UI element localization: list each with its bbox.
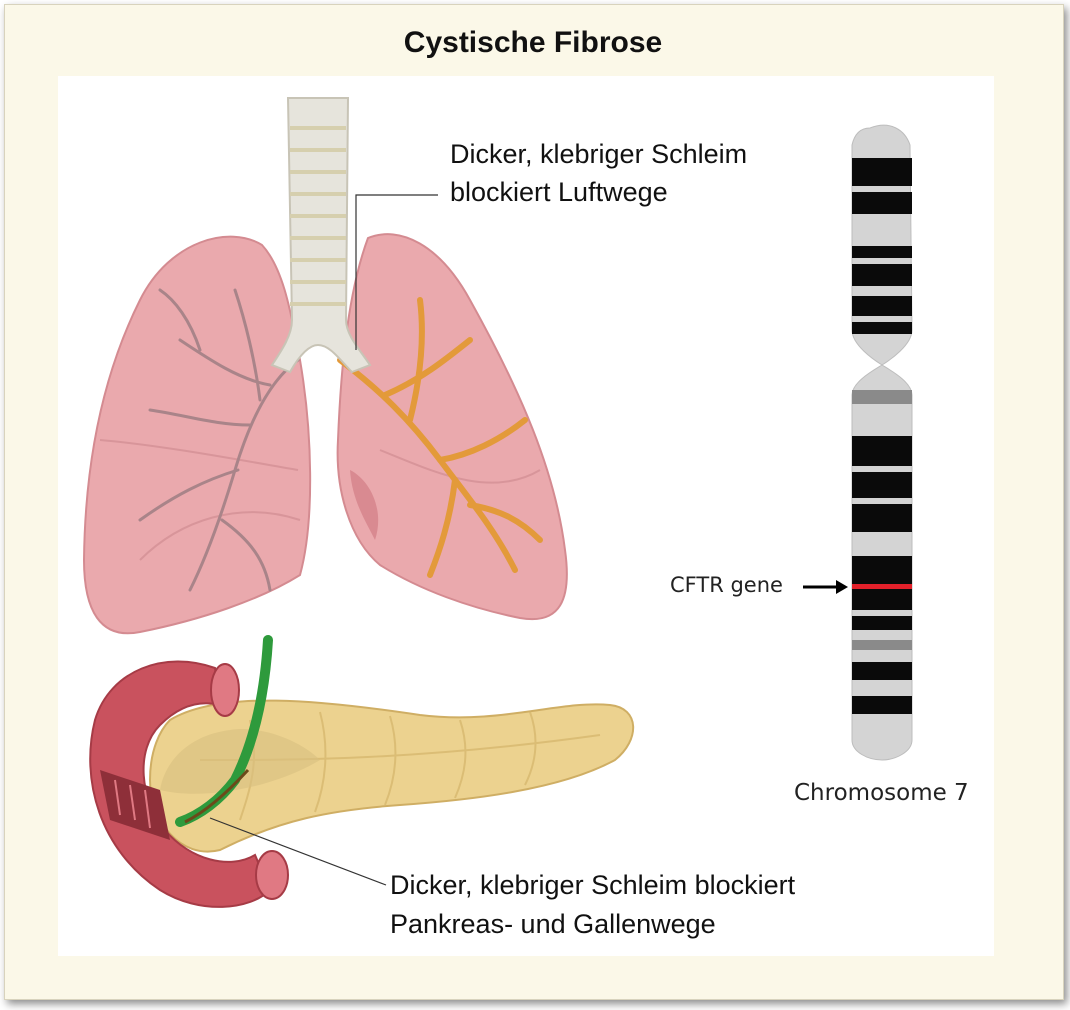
pancreas-icon	[148, 699, 635, 853]
chromosome-icon	[851, 124, 913, 761]
chromosome-label: Chromosome 7	[794, 780, 969, 806]
trachea-icon	[270, 97, 372, 374]
cftr-band	[852, 584, 912, 589]
arrow-right-icon	[803, 580, 848, 594]
pancreas-label-line1: Dicker, klebriger Schleim blockiert	[390, 870, 796, 900]
figure-title: Cystische Fibrose	[403, 26, 663, 59]
lung-label-line2: blockiert Luftwege	[450, 177, 668, 207]
lung-leader-line	[355, 194, 438, 350]
lungs-icon	[82, 233, 568, 635]
duodenum-icon	[89, 660, 289, 908]
cftr-gene-label: CFTR gene	[670, 573, 783, 597]
pancreas-leader-line	[209, 817, 387, 886]
pancreas-label-line2: Pankreas- und Gallenwege	[390, 909, 716, 939]
lung-label-line1: Dicker, klebriger Schleim	[450, 139, 748, 169]
